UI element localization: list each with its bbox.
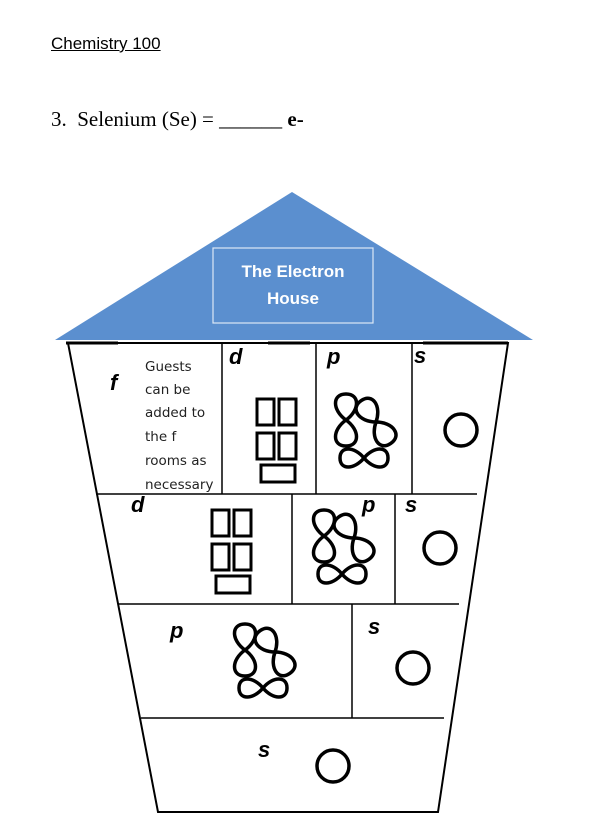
floor3-s-orbital-icon — [422, 530, 458, 566]
question-text: Selenium (Se) = — [77, 107, 220, 131]
floor3-d-label: d — [131, 492, 145, 517]
guests-note-line2: can be — [145, 382, 190, 398]
floor4-s-label: s — [414, 343, 426, 368]
floor4-f-label: f — [110, 370, 120, 395]
floor3-d-orbitals-icon — [210, 508, 253, 595]
floor2-s-orbital-icon — [395, 650, 431, 686]
floor2-p-label: p — [169, 618, 183, 643]
floor3-p-label: p — [361, 492, 375, 517]
guests-note-line4: the f — [145, 429, 177, 445]
guests-note-line3: added to — [145, 405, 205, 421]
roof-sign — [212, 247, 374, 324]
guests-note-line5: rooms as — [145, 453, 207, 469]
roof-title-line2: House — [267, 289, 319, 308]
floor1-s-label: s — [258, 737, 270, 762]
guests-note-line1: Guests — [145, 359, 192, 375]
question-number: 3. — [51, 107, 67, 131]
floor1-s-orbital-icon — [315, 748, 351, 784]
guests-note-line6: necessary — [145, 477, 213, 493]
house-roof — [55, 192, 533, 340]
floor2-s-label: s — [368, 614, 380, 639]
floor4-s-orbital-icon — [443, 412, 479, 448]
house-body — [66, 342, 510, 813]
floor4-p-label: p — [326, 344, 340, 369]
floor4-p-orbitals-icon — [333, 392, 402, 469]
floor4-d-orbitals-icon — [255, 397, 298, 484]
floor3-p-orbitals-icon — [311, 508, 380, 585]
question-3: 3. Selenium (Se) = ______ e- — [51, 107, 304, 132]
floor2-p-orbitals-icon — [232, 622, 301, 699]
course-title: Chemistry 100 — [51, 34, 161, 53]
unit-label: e- — [287, 107, 304, 131]
roof-title-line1: The Electron — [242, 262, 345, 281]
answer-blank[interactable]: ______ — [219, 107, 283, 131]
floor4-d-label: d — [229, 344, 243, 369]
floor3-s-label: s — [405, 492, 417, 517]
